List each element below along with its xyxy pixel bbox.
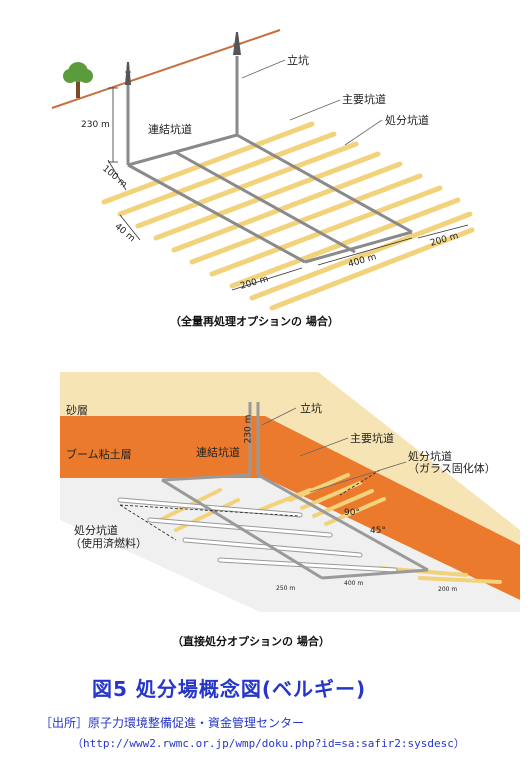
ground-line <box>51 29 281 109</box>
clay-layer-front <box>60 416 265 478</box>
caption-1: （全量再処理オプションの 場合） <box>170 315 339 328</box>
dimension-lines-1 <box>107 87 469 291</box>
dimension-small-1: 250 m <box>276 585 296 592</box>
angle-45-label: 45° <box>370 526 386 536</box>
sand-layer-front <box>60 372 265 416</box>
main-tunnel-label-1: 主要坑道 <box>342 93 386 106</box>
source-label: ［出所］原子力環境整備促進・資金管理センター <box>40 716 305 730</box>
main-tunnels-1 <box>126 56 413 264</box>
headframe-left-icon <box>125 62 131 85</box>
depth-dimension-2: 230 m <box>243 414 254 444</box>
main-tunnels-2 <box>161 402 429 580</box>
leader-lines-1 <box>241 59 383 146</box>
disposal-tunnels-1 <box>101 121 475 311</box>
source-url-link[interactable]: （http://www2.rwmc.or.jp/wmp/doku.php?id=… <box>72 737 465 750</box>
sand-layer-slope <box>265 372 520 545</box>
disposal-spent-sublabel: （使用済燃料） <box>70 537 147 550</box>
clay-layer-slope <box>265 416 520 600</box>
caption-2: （直接処分オプションの 場合） <box>172 635 330 648</box>
sand-layer-label: 砂層 <box>66 404 88 417</box>
diagram-2-svg <box>60 372 520 612</box>
dimension-small-2: 400 m <box>344 580 364 587</box>
figure-title: 図5 処分場概念図(ベルギー) <box>92 677 367 701</box>
connecting-tunnel-label-1: 連結坑道 <box>148 123 192 136</box>
disposal-spent-label: 処分坑道 <box>74 524 118 537</box>
shaft-label-1: 立坑 <box>287 54 309 67</box>
main-tunnel-label-2: 主要坑道 <box>350 432 394 445</box>
connecting-tunnel-label-2: 連結坑道 <box>196 446 240 459</box>
shaft-label-2: 立坑 <box>300 402 322 415</box>
dimension-small-3: 200 m <box>438 586 458 593</box>
disposal-glass-label: 処分坑道 <box>408 450 452 463</box>
depth-dimension-1: 230 m <box>81 120 110 130</box>
boom-clay-label: ブーム粘土層 <box>66 448 132 461</box>
angle-90-label: 90° <box>344 508 360 518</box>
leader-lines-2 <box>261 407 407 493</box>
disposal-glass-sublabel: （ガラス固化体） <box>408 462 496 475</box>
diagram-1-svg <box>51 29 475 311</box>
disposal-tunnel-label-1: 処分坑道 <box>385 114 429 127</box>
callout-lines-2 <box>119 469 381 541</box>
headframe-right-icon <box>233 32 241 55</box>
tree-icon <box>63 62 93 98</box>
